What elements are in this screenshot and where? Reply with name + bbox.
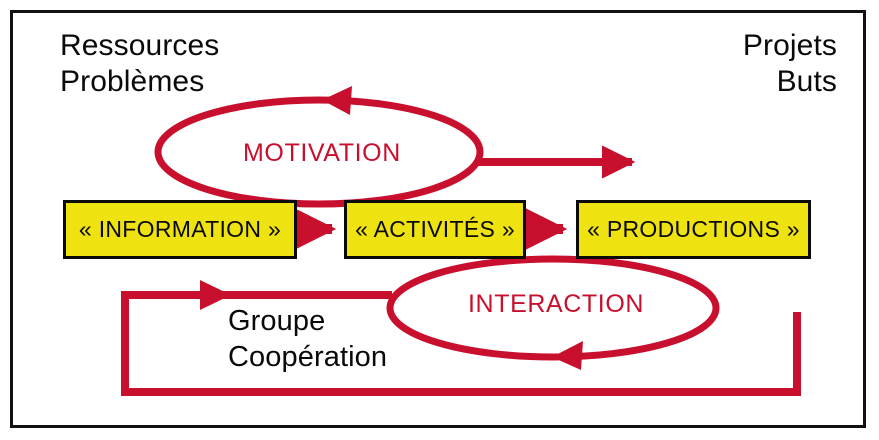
node-activites: « ACTIVITÉS » [344, 200, 526, 259]
interaction-arrowhead-icon [552, 341, 583, 370]
node-information: « INFORMATION » [63, 200, 297, 259]
label-ressources: Ressources [60, 29, 220, 62]
feedback-arrowhead-icon [200, 280, 231, 310]
node-information-label: « INFORMATION » [78, 216, 282, 242]
node-productions: « PRODUCTIONS » [576, 200, 811, 259]
feedback-return-path [121, 291, 801, 396]
motivation-loop-ellipse [154, 96, 484, 208]
label-motivation: MOTIVATION [243, 139, 401, 167]
label-interaction: INTERACTION [468, 290, 645, 318]
label-cooperation: Coopération [228, 341, 388, 373]
node-productions-label: « PRODUCTIONS » [587, 216, 800, 242]
node-activites-label: « ACTIVITÉS » [355, 216, 515, 242]
label-groupe: Groupe [228, 305, 326, 337]
label-buts: Buts [776, 65, 837, 98]
label-problemes: Problèmes [60, 65, 205, 98]
motivation-arrowhead-icon [322, 86, 352, 115]
label-projets: Projets [742, 29, 837, 62]
